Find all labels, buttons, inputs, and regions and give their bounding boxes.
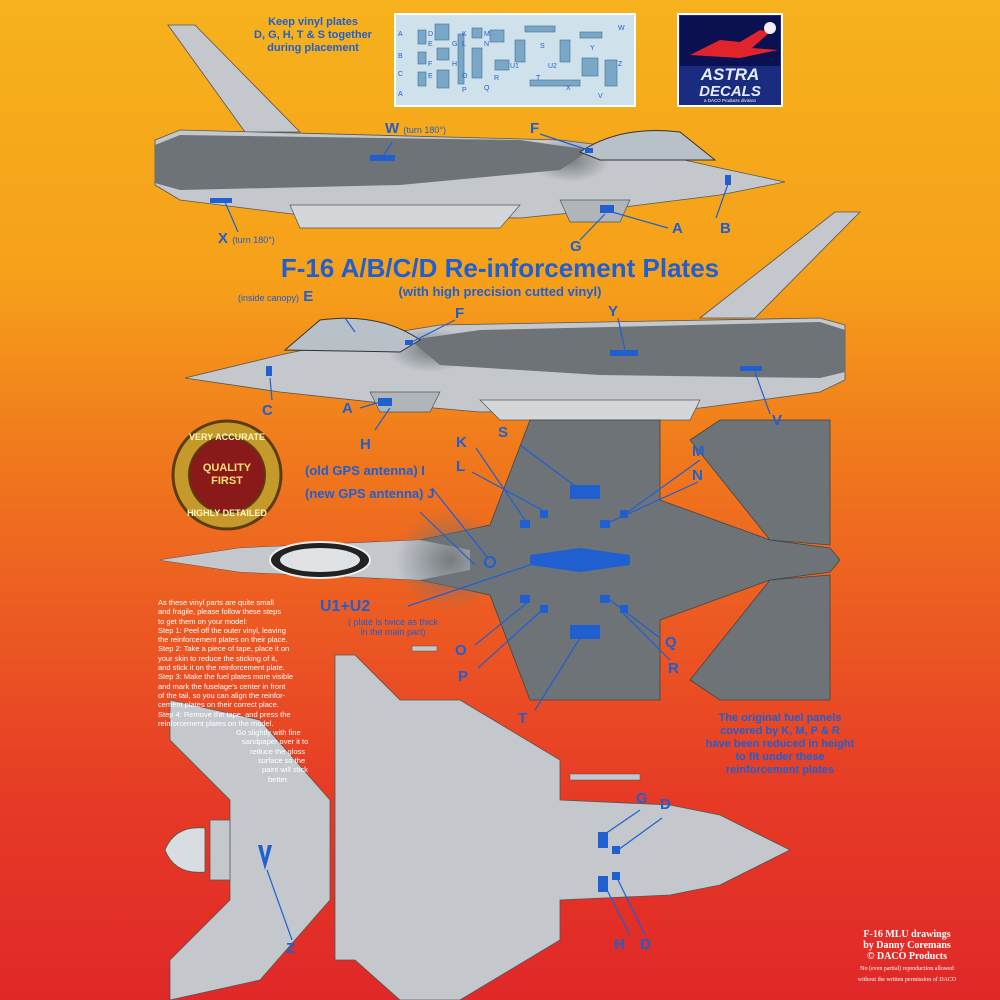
- label-d2: D: [640, 936, 651, 953]
- svg-text:M: M: [484, 31, 490, 38]
- label-h2: H: [614, 936, 625, 953]
- svg-text:P: P: [462, 87, 467, 94]
- svg-text:X: X: [566, 85, 571, 92]
- svg-text:O: O: [462, 73, 468, 80]
- svg-text:Y: Y: [590, 45, 595, 52]
- label-r: R: [668, 660, 679, 677]
- label-s: S: [498, 424, 509, 441]
- bottom-view: [164, 654, 791, 1000]
- label-w: W (turn 180°): [385, 120, 446, 137]
- svg-text:U2: U2: [548, 63, 557, 70]
- credits: F-16 MLU drawings by Danny Coremans © DA…: [857, 929, 957, 983]
- svg-text:K: K: [462, 31, 467, 38]
- astra-decals-logo: [677, 13, 783, 107]
- brand-decals: DECALS: [699, 83, 761, 100]
- svg-text:A: A: [398, 31, 403, 38]
- label-d: D: [660, 796, 671, 813]
- label-a2: A: [342, 400, 353, 417]
- label-n: N: [692, 467, 703, 484]
- logo-text: ASTRA DECALS: [680, 66, 780, 100]
- note-line: D, G, H, T & S together: [254, 29, 372, 41]
- label-q: Q: [665, 634, 677, 651]
- label-h: H: [360, 436, 371, 453]
- svg-text:G: G: [452, 41, 457, 48]
- label-k: K: [456, 434, 467, 451]
- quality-badge: [171, 419, 283, 531]
- label-f: F: [530, 120, 540, 137]
- svg-text:L: L: [462, 41, 466, 48]
- page-title: F-16 A/B/C/D Re-inforcement Plates: [280, 253, 720, 283]
- side-view-middle: [184, 211, 861, 431]
- keep-together-note: Keep vinyl plates D, G, H, T & S togethe…: [238, 16, 388, 55]
- svg-text:W: W: [618, 25, 625, 32]
- note-line: during placement: [267, 42, 359, 54]
- side-view-top: [154, 24, 786, 241]
- svg-text:H: H: [452, 61, 457, 68]
- label-t: T: [518, 710, 528, 727]
- label-j: (new GPS antenna) J: [305, 486, 435, 501]
- svg-text:C: C: [398, 71, 403, 78]
- label-f2: F: [455, 305, 465, 322]
- note-line: Keep vinyl plates: [268, 16, 358, 28]
- page-subtitle: (with high precision cutted vinyl): [398, 284, 602, 299]
- label-o: O: [455, 642, 467, 659]
- svg-text:N: N: [484, 41, 489, 48]
- svg-text:A: A: [398, 91, 403, 98]
- label-v: V: [772, 412, 783, 429]
- label-p: P: [458, 668, 469, 685]
- brand-astra: ASTRA: [700, 65, 760, 84]
- svg-text:Z: Z: [618, 61, 623, 68]
- svg-text:U1: U1: [510, 63, 519, 70]
- svg-text:V: V: [598, 93, 603, 100]
- label-a: A: [672, 220, 683, 237]
- svg-text:T: T: [536, 75, 541, 82]
- svg-text:R: R: [494, 75, 499, 82]
- label-z: Z: [286, 940, 296, 957]
- label-e: (inside canopy) E: [238, 288, 314, 305]
- label-m: M: [692, 443, 705, 460]
- label-x: X (turn 180°): [218, 230, 275, 247]
- svg-text:Q: Q: [484, 85, 490, 92]
- label-b: B: [720, 220, 731, 237]
- svg-text:F: F: [428, 61, 432, 68]
- label-l: L: [456, 458, 466, 475]
- badge-bottom-text: HIGHLY DETAILED: [187, 508, 267, 518]
- top-view: [159, 419, 841, 781]
- label-i: (old GPS antenna) I: [305, 463, 425, 478]
- label-u: U1+U2: [320, 598, 371, 615]
- svg-text:E: E: [428, 41, 433, 48]
- label-g: G: [570, 238, 582, 255]
- brand-sub: a DACO Products division: [703, 98, 757, 103]
- label-y: Y: [608, 303, 619, 320]
- svg-text:D: D: [428, 31, 433, 38]
- label-u-note: ( plate is twice as thick in the main pa…: [347, 617, 439, 637]
- badge-top-text: VERY ACCURATE: [188, 432, 265, 442]
- svg-text:E: E: [428, 73, 433, 80]
- label-c: C: [262, 402, 273, 419]
- badge-center: QUALITY FIRST: [202, 462, 252, 487]
- svg-text:B: B: [398, 53, 403, 60]
- svg-text:S: S: [540, 43, 545, 50]
- label-g2: G: [636, 790, 648, 807]
